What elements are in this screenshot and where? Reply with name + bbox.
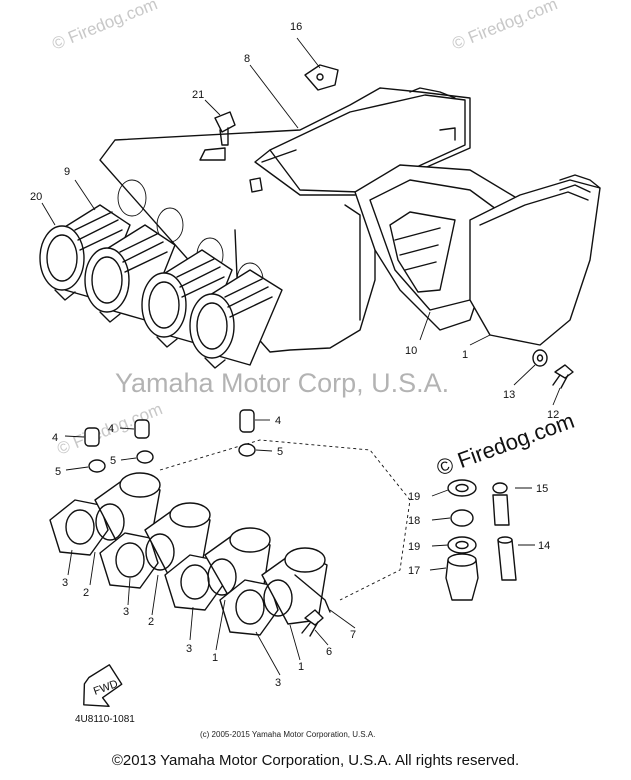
callout-21: 21 — [192, 89, 204, 101]
footer-copyright: ©2013 Yamaha Motor Corporation, U.S.A. A… — [111, 752, 520, 769]
grommet-19b — [447, 536, 477, 554]
callout-3a: 3 — [62, 577, 68, 589]
callout-3d: 3 — [275, 677, 281, 689]
callout-10: 10 — [405, 345, 417, 357]
callout-18: 18 — [408, 515, 420, 527]
small-parts-right — [445, 479, 517, 601]
clip-5a — [88, 459, 106, 473]
callout-15: 15 — [536, 483, 548, 495]
firedog-watermark-2: © Firedog.com — [449, 0, 560, 54]
clamp-7 — [294, 574, 331, 613]
intake-manifolds — [49, 439, 411, 637]
washer-13 — [532, 349, 548, 367]
cap-18 — [450, 509, 474, 527]
air-box-top — [269, 94, 466, 193]
cap-4a — [84, 427, 100, 447]
insulator-3d — [219, 579, 279, 636]
callout-3b: 3 — [123, 606, 129, 618]
carb-joint-3 — [141, 249, 233, 348]
cap-4b — [134, 419, 150, 439]
callout-8: 8 — [244, 53, 250, 65]
air-filter-cover — [469, 179, 601, 346]
callout-16: 16 — [290, 21, 302, 33]
grommet-19a — [447, 479, 477, 497]
clip-16 — [304, 64, 339, 91]
pipe-15 — [492, 494, 510, 526]
clip-5b — [136, 450, 154, 464]
callout-14: 14 — [538, 540, 550, 552]
firedog-watermark-large: © Firedog.com — [433, 408, 577, 481]
callout-5a: 5 — [55, 466, 61, 478]
callout-1-top: 1 — [462, 349, 468, 361]
insulator-3a — [49, 499, 109, 556]
callout-5b: 5 — [110, 455, 116, 467]
callout-19a: 19 — [408, 491, 420, 503]
callout-6: 6 — [326, 646, 332, 658]
air-box-assembly — [39, 64, 601, 389]
callout-1a: 1 — [212, 652, 218, 664]
callout-17: 17 — [408, 565, 420, 577]
hose-and-cap-parts — [84, 409, 256, 473]
filter-element-10 — [389, 211, 456, 293]
insulator-3b — [99, 532, 159, 589]
clip-15 — [492, 482, 508, 494]
callout-12: 12 — [547, 409, 559, 421]
callout-4b: 4 — [108, 423, 114, 435]
screw-12 — [554, 364, 574, 379]
fwd-arrow: FWD — [83, 664, 123, 707]
carb-joint-4 — [189, 269, 283, 369]
screw-6 — [304, 609, 324, 626]
bolt-21 — [214, 111, 236, 133]
callout-1b: 1 — [298, 661, 304, 673]
callout-3c: 3 — [186, 643, 192, 655]
callout-19b: 19 — [408, 541, 420, 553]
callout-9: 9 — [64, 166, 70, 178]
callout-2b: 2 — [148, 616, 154, 628]
boss — [199, 147, 226, 161]
callout-2a: 2 — [83, 587, 89, 599]
callout-4a: 4 — [52, 432, 58, 444]
callout-13: 13 — [503, 389, 515, 401]
diagram-part-code: 4U8110-1081 — [75, 714, 135, 725]
firedog-watermark-1: © Firedog.com — [49, 0, 160, 54]
yamaha-watermark: Yamaha Motor Corp, U.S.A. — [115, 368, 449, 398]
callout-7: 7 — [350, 629, 356, 641]
cap-4c — [239, 409, 255, 433]
hose-14 — [497, 539, 517, 581]
callout-4c: 4 — [275, 415, 281, 427]
callout-5c: 5 — [277, 446, 283, 458]
callout-20: 20 — [30, 191, 42, 203]
small-copyright: (c) 2005-2015 Yamaha Motor Corporation, … — [200, 730, 375, 739]
